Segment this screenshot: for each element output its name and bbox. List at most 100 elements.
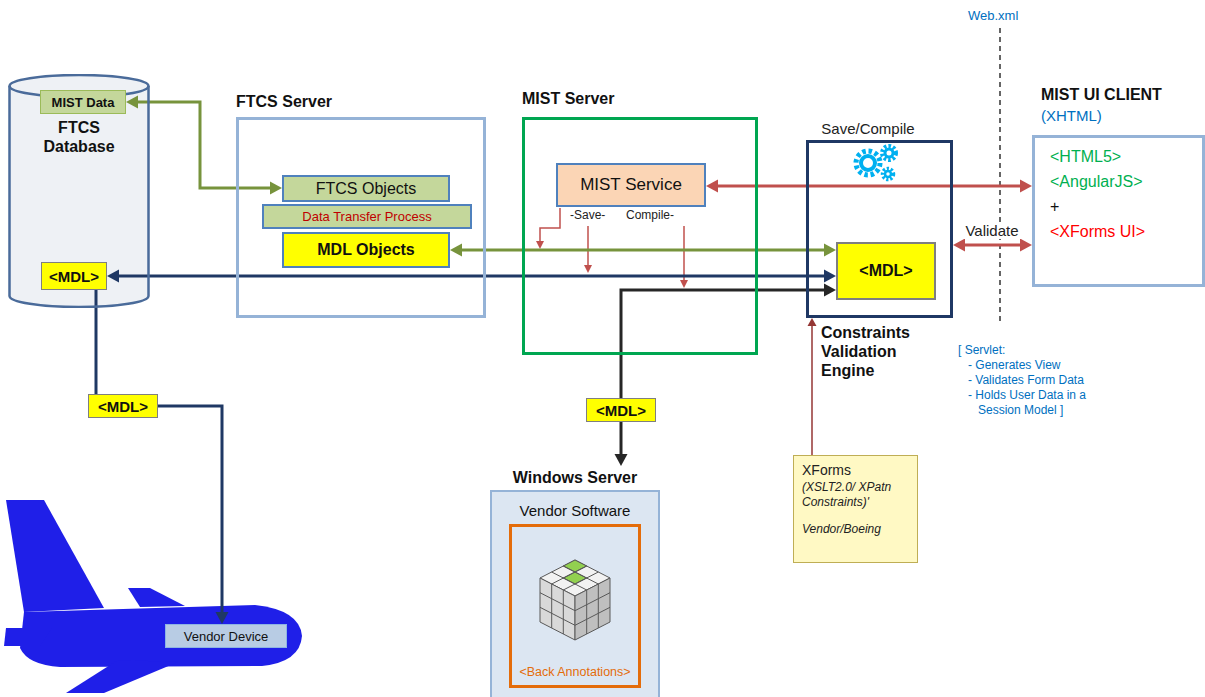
node-title: FTCS Database: [34, 118, 124, 156]
cube-grid: [575, 607, 610, 625]
server-box: MIST ServerMIST Service: [522, 117, 758, 355]
cube-cell: [563, 560, 586, 572]
connector-line: [459, 249, 827, 252]
cylinder-fill: [10, 75, 149, 307]
connector: [158, 406, 229, 624]
arrow-head: [706, 180, 718, 193]
connector-line: [621, 290, 827, 398]
leader-lines: [540, 208, 684, 281]
note-line: - Generates View: [958, 358, 1108, 373]
connector: [450, 244, 836, 257]
edge-label: Validate: [962, 222, 1021, 239]
cube-icon: [540, 560, 610, 640]
aircraft-tail: [6, 500, 104, 612]
client-box: MIST UI CLIENT(XHTML)<HTML5><AngularJS>+…: [1032, 135, 1205, 287]
sticky-note: XForms (XSLT2.0/ XPatn Constraints)' Vendo…: [793, 455, 918, 563]
node-text: <MDL>: [596, 402, 646, 419]
leader-line: [540, 208, 560, 242]
edge-label: Save/Compile: [818, 120, 917, 137]
arrow-head: [450, 244, 462, 257]
file-label: Web.xml: [968, 8, 1018, 23]
leader-head: [584, 265, 592, 273]
connector-line: [620, 422, 623, 457]
aircraft-far-wing: [128, 588, 185, 607]
arrow-head: [824, 270, 836, 283]
node-text: FTCS Objects: [316, 180, 416, 198]
server-title: MIST Server: [522, 90, 614, 108]
gear: [883, 169, 894, 180]
server-title: Windows Server: [490, 469, 660, 487]
note-text: Vendor/Boeing: [802, 522, 909, 536]
tech-item: <HTML5>: [1050, 148, 1121, 166]
gear: [885, 149, 893, 157]
leader-label: Compile-: [626, 208, 674, 222]
connector-line: [811, 323, 813, 455]
aircraft-illustration: [4, 500, 302, 693]
object-box: FTCS Objects: [282, 175, 450, 202]
arrow-head: [270, 182, 282, 195]
leader-head: [680, 280, 688, 288]
note-text: (XSLT2.0/ XPatn Constraints)': [802, 480, 909, 510]
database-cylinder: FTCS Database MIST Data <MDL>: [8, 74, 150, 308]
arrow-head: [615, 454, 628, 466]
cube-grid: [551, 584, 552, 628]
connector-line: [135, 102, 273, 188]
arrow-head: [824, 284, 836, 297]
cube-cell: [563, 572, 586, 584]
node-text: MIST Service: [580, 175, 682, 195]
arrow-head: [953, 239, 965, 252]
plus-sign: +: [1050, 198, 1059, 216]
connector: [953, 239, 1032, 252]
leader-heads: [536, 241, 688, 288]
cube-grid: [598, 584, 599, 628]
aircraft-stabilizer: [4, 628, 52, 646]
node-text: <MDL>: [98, 398, 148, 415]
device-box: Vendor Device: [165, 624, 287, 648]
gear: [882, 146, 896, 160]
client-title: MIST UI CLIENT: [1041, 86, 1162, 104]
gear: [885, 171, 891, 177]
tech-item: <XForms UI>: [1050, 223, 1145, 241]
node-text: <MDL>: [859, 262, 912, 280]
server-box: FTCS ServerFTCS ObjectsData Transfer Pro…: [236, 117, 486, 318]
cube-grid: [563, 590, 564, 634]
leader-label: -Save-: [570, 208, 605, 222]
gear: [861, 156, 875, 170]
leader-line: [587, 226, 589, 266]
engine-box: Constraints Validation Engine<MDL>: [806, 140, 953, 318]
note-line: - Holds User Data in a Session Model ]: [958, 388, 1108, 418]
mdl-box: <MDL>: [836, 242, 936, 300]
gear: [856, 151, 880, 175]
cylinder-side: [10, 86, 149, 307]
cube-grid: [575, 593, 610, 611]
cube-grid: [563, 572, 598, 590]
annotation-text: <Back Annotations>: [512, 665, 638, 679]
engine-title: Constraints Validation Engine: [821, 323, 941, 381]
cube-grid: [552, 566, 587, 584]
object-box: MDL Objects: [282, 232, 450, 268]
arrow-head: [107, 270, 119, 283]
arrow-head: [126, 96, 138, 109]
leader-line: [683, 226, 685, 281]
note-line: - Validates Form Data: [958, 373, 1108, 388]
note-title: XForms: [802, 462, 909, 478]
servlet-note: [ Servlet:- Generates View- Validates Fo…: [958, 343, 1108, 418]
server-frame-fill: [491, 491, 659, 697]
arrow-head: [1020, 239, 1032, 252]
mdl-box: <MDL>: [41, 262, 107, 290]
arrow-head: [808, 318, 817, 326]
software-box: Vendor Software<Back Annotations>: [509, 524, 641, 688]
mdl-box: <MDL>: [88, 394, 158, 418]
arrow-head: [1020, 180, 1032, 193]
connector-line: [158, 406, 222, 615]
mdl-box: <MDL>: [586, 398, 656, 422]
client-subtitle: (XHTML): [1041, 107, 1102, 124]
data-box: MIST Data: [40, 90, 126, 114]
node-text: Vendor Device: [184, 629, 269, 644]
arrow-head: [216, 612, 229, 624]
cube-grid: [540, 607, 575, 625]
leader-head: [536, 241, 544, 249]
note-line: [ Servlet:: [958, 343, 1108, 358]
node-text: Data Transfer Process: [302, 209, 431, 224]
